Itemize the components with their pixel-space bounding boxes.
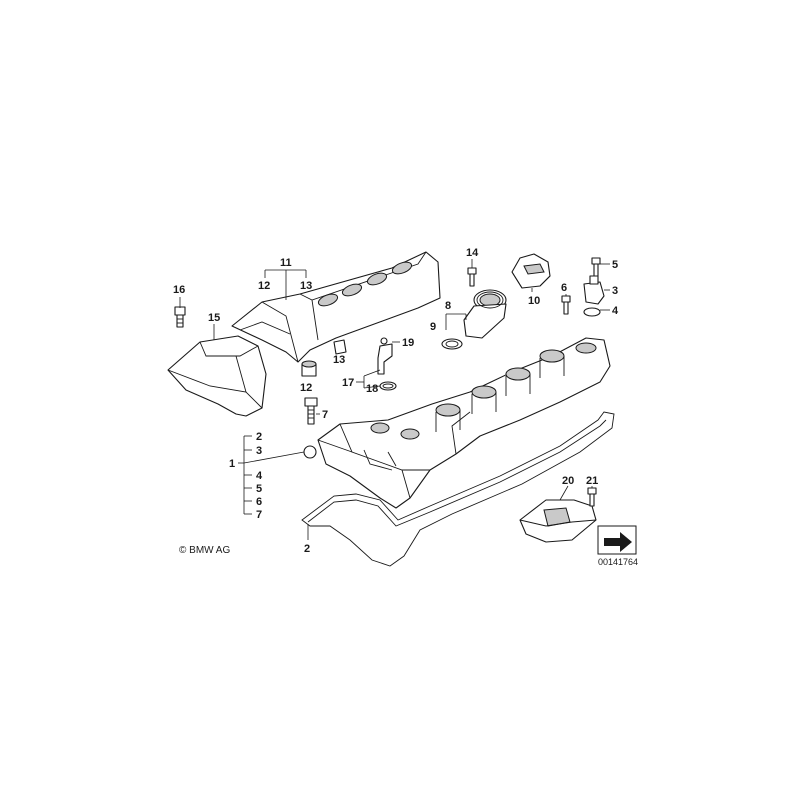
callout-7-stud: 7 xyxy=(322,409,328,421)
callout-9: 9 xyxy=(430,321,436,333)
diagram-code: 00141764 xyxy=(598,557,639,567)
callout-6-screw: 6 xyxy=(561,282,567,294)
callout-8: 8 xyxy=(445,300,451,312)
screw-part-6 xyxy=(561,295,571,315)
bolt-part-5 xyxy=(591,257,601,277)
bracket-part-20 xyxy=(519,499,597,543)
callout-13-cover: 13 xyxy=(300,280,312,292)
bolt-part-14 xyxy=(467,267,477,287)
seal-part-4 xyxy=(583,307,601,317)
callout-11: 11 xyxy=(280,257,292,269)
callout-12-cover: 12 xyxy=(258,280,270,292)
callout-15: 15 xyxy=(208,312,220,324)
callout-12-grommet: 12 xyxy=(300,382,312,394)
filler-neck-part-8 xyxy=(463,289,507,339)
callout-4-seal: 4 xyxy=(612,305,619,317)
callout-2-group: 2 xyxy=(256,431,262,443)
callout-18: 18 xyxy=(366,383,378,395)
callout-20: 20 xyxy=(562,475,574,487)
copyright-text: © BMW AG xyxy=(179,545,231,556)
callout-16: 16 xyxy=(173,284,185,296)
callout-14: 14 xyxy=(466,247,479,259)
cover-part-15 xyxy=(167,335,267,417)
leader-lines xyxy=(179,259,610,540)
callout-17: 17 xyxy=(342,377,354,389)
callout-10: 10 xyxy=(528,295,540,307)
callout-5-bolt: 5 xyxy=(612,259,618,271)
callout-3-group: 3 xyxy=(256,445,262,457)
seal-part-9 xyxy=(441,338,463,350)
clip-part-13 xyxy=(333,339,347,355)
callout-6-group: 6 xyxy=(256,496,262,508)
callout-5-group: 5 xyxy=(256,483,262,495)
stud-bolt-part-7 xyxy=(304,397,318,425)
callout-13-clip: 13 xyxy=(333,354,345,366)
gasket-part-2 xyxy=(301,411,615,567)
callout-3-valve: 3 xyxy=(612,285,618,297)
cylinder-head-cover-part-1 xyxy=(303,337,611,509)
direction-arrow-icon xyxy=(597,525,637,555)
o-ring-part-18 xyxy=(379,381,397,391)
callout-19: 19 xyxy=(402,337,414,349)
callout-21: 21 xyxy=(586,475,598,487)
engine-cover-part xyxy=(231,251,441,363)
valve-part-3 xyxy=(583,275,605,305)
callout-7-group: 7 xyxy=(256,509,262,521)
bolt-part-21 xyxy=(587,487,597,507)
callout-labels: 11 12 13 16 15 13 12 7 19 17 18 14 8 9 1… xyxy=(173,247,619,555)
sensor-part-19 xyxy=(377,337,393,375)
oil-filler-cap-part-10 xyxy=(511,253,551,289)
callout-1: 1 xyxy=(229,458,235,470)
callout-2-gasket: 2 xyxy=(304,543,310,555)
bolt-part-16 xyxy=(174,306,186,328)
grommet-part-12 xyxy=(301,360,317,377)
callout-4-group: 4 xyxy=(256,470,263,482)
